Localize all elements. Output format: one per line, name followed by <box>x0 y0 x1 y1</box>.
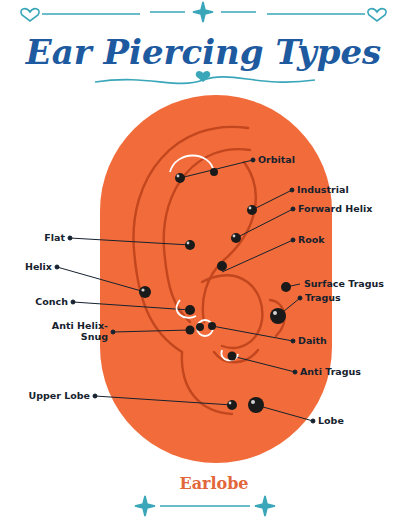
piercing-label: Forward Helix <box>298 204 372 215</box>
leader-lines <box>55 158 315 423</box>
piercing-rings <box>170 156 238 361</box>
region-label: Earlobe <box>179 474 248 493</box>
piercing-label: Surface Tragus <box>304 279 384 290</box>
piercing-label: Flat <box>44 233 65 244</box>
ear-body <box>100 95 332 463</box>
piercing-studs <box>139 168 291 413</box>
title: Ear Piercing Types <box>26 32 382 72</box>
piercing-label: Lobe <box>318 416 344 427</box>
piercing-label: Helix <box>25 262 52 273</box>
piercing-label: Anti Helix-Snug <box>46 321 108 343</box>
piercing-label: Industrial <box>297 185 349 196</box>
piercing-label: Orbital <box>258 155 295 166</box>
ear-folds <box>133 127 284 414</box>
piercing-label: Upper Lobe <box>28 391 90 402</box>
piercing-label: Tragus <box>305 293 341 304</box>
piercing-label: Rook <box>298 235 325 246</box>
decoration <box>135 496 275 516</box>
stud-highlights <box>141 175 277 405</box>
piercing-label: Conch <box>35 297 68 308</box>
decoration <box>21 2 386 83</box>
piercing-label: Anti Tragus <box>300 367 361 378</box>
piercing-label: Daith <box>298 336 327 347</box>
